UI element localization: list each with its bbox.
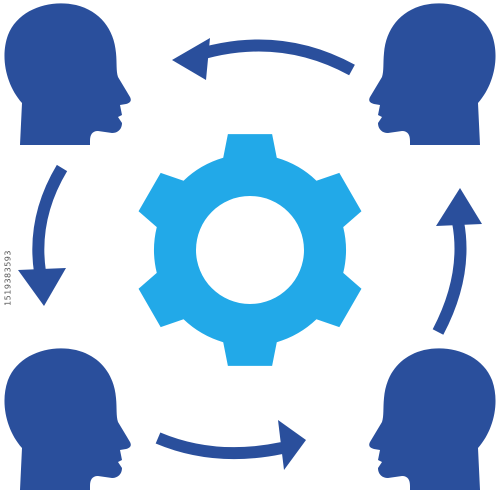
- arrow-right-icon: [432, 188, 482, 335]
- person-bottom-left-icon: [4, 348, 131, 490]
- arrow-left-icon: [18, 164, 68, 306]
- person-bottom-right-icon: [369, 348, 496, 490]
- person-top-left-icon: [4, 3, 131, 145]
- stock-id-caption: 1519383593: [3, 250, 13, 306]
- person-top-right-icon: [369, 3, 496, 145]
- gear-icon: [138, 134, 362, 366]
- arrow-top-icon: [172, 38, 355, 80]
- arrow-bottom-icon: [155, 420, 306, 470]
